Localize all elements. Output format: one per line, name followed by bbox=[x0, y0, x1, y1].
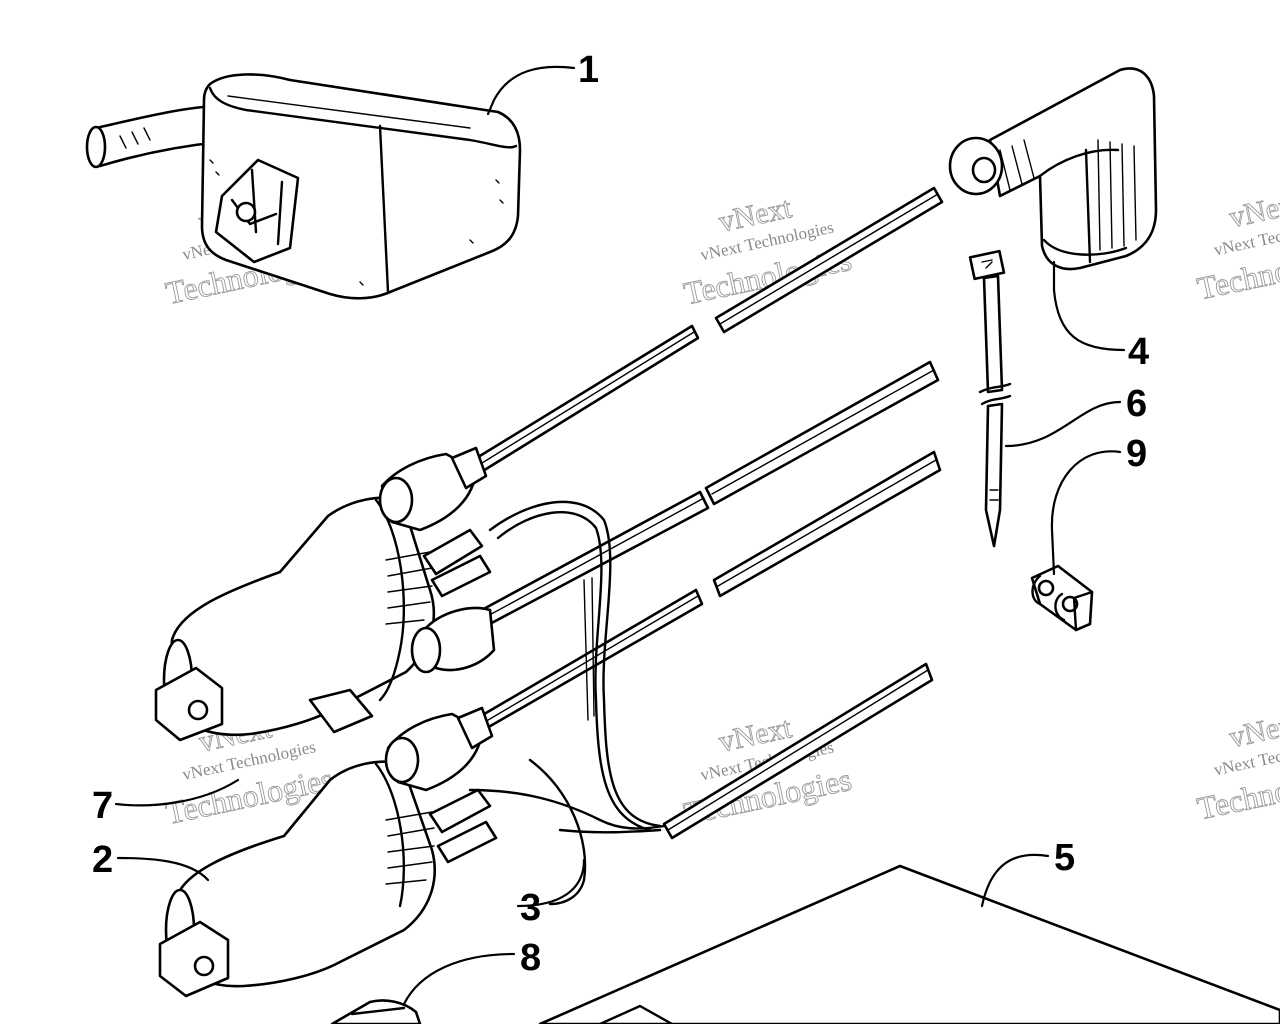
callout-5: 5 bbox=[1054, 837, 1075, 879]
part-4-spark-plug-cap bbox=[948, 67, 1158, 271]
part-8-bracket bbox=[330, 999, 422, 1024]
leader-lines bbox=[114, 65, 1126, 1006]
part-5-mounting-plate bbox=[538, 864, 1280, 1024]
part-high-tension-leads bbox=[468, 186, 944, 840]
callout-9: 9 bbox=[1126, 433, 1147, 475]
callout-labels: 1 2 3 4 5 6 7 8 9 bbox=[92, 49, 1149, 979]
callout-1: 1 bbox=[578, 49, 599, 91]
callout-4: 4 bbox=[1128, 331, 1149, 373]
part-7-ignition-coil-upper bbox=[154, 446, 496, 742]
part-2-ignition-coil-lower bbox=[158, 706, 498, 998]
watermark-top-right: vNext vNext Technologies Technologies bbox=[1194, 186, 1280, 307]
part-9-clip bbox=[1030, 564, 1094, 632]
callout-2: 2 bbox=[92, 839, 113, 881]
part-3-wire-harness bbox=[468, 500, 666, 906]
callout-8: 8 bbox=[520, 937, 541, 979]
callout-6: 6 bbox=[1126, 383, 1147, 425]
part-1-cdi-box bbox=[85, 73, 522, 300]
part-6-cable-tie bbox=[968, 249, 1012, 548]
callout-7: 7 bbox=[92, 785, 113, 827]
watermark-bottom-right: vNext vNext Technologies Technologies bbox=[1194, 706, 1280, 827]
callout-3: 3 bbox=[520, 887, 541, 929]
